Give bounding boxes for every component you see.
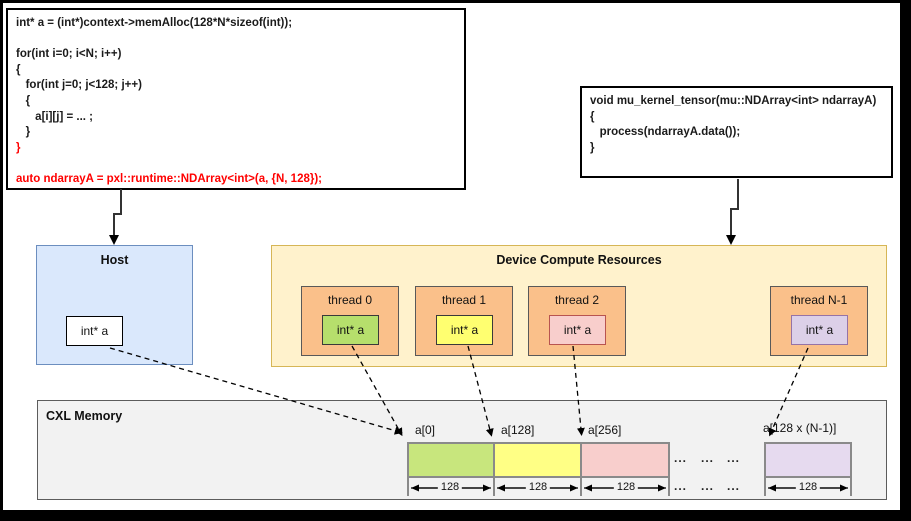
thread-title: thread N-1: [790, 293, 848, 307]
thread-0-pointer-box: int* a: [322, 315, 379, 345]
thread-1-pointer-box: int* a: [436, 315, 493, 345]
memory-segment-a128xN-1: [764, 442, 852, 478]
segment-label: a[256]: [588, 423, 622, 437]
code-line: int* a = (int*)context->memAlloc(128*N*s…: [16, 17, 293, 29]
code-line-highlighted: }: [16, 141, 21, 154]
code-line: {: [590, 110, 595, 123]
ellipsis: ...: [701, 479, 715, 493]
thread-title: thread 0: [327, 293, 373, 307]
thread-n-1-pointer-box: int* a: [791, 315, 848, 345]
device-title: Device Compute Resources: [496, 253, 662, 267]
ellipsis: ...: [701, 451, 715, 465]
segment-size-label: 128: [795, 481, 821, 493]
segment-label: a[0]: [415, 423, 436, 437]
segment-size-label: 128: [437, 481, 463, 493]
code-line: }: [16, 126, 31, 139]
memory-segment-a256: [580, 442, 670, 478]
kernel-code-block: void mu_kernel_tensor(mu::NDArray<int> n…: [580, 86, 893, 178]
thread-box-0: thread 0 int* a: [301, 286, 399, 356]
device-compute-resources-box: Device Compute Resources thread 0 int* a…: [271, 245, 887, 367]
ellipsis: ...: [727, 479, 741, 493]
code-line: process(ndarrayA.data());: [590, 126, 741, 139]
code-line: {: [16, 63, 21, 76]
code-line: {: [16, 94, 31, 107]
segment-size-label: 128: [613, 481, 639, 493]
segment-size-label: 128: [525, 481, 551, 493]
ellipsis: ...: [674, 451, 688, 465]
thread-box-n-1: thread N-1 int* a: [770, 286, 868, 356]
code-line: for(int i=0; i<N; i++): [16, 48, 122, 61]
code-line: [16, 156, 456, 172]
cxl-memory-title: CXL Memory: [46, 409, 123, 423]
code-line: for(int j=0; j<128; j++): [16, 79, 142, 92]
ellipsis: ...: [727, 451, 741, 465]
memory-segment-a0: [407, 442, 495, 478]
thread-2-pointer-box: int* a: [549, 315, 606, 345]
host-box: Host int* a: [36, 245, 193, 365]
code-line: void mu_kernel_tensor(mu::NDArray<int> n…: [590, 95, 877, 107]
memory-segment-a128: [493, 442, 582, 478]
host-code-block: int* a = (int*)context->memAlloc(128*N*s…: [6, 8, 466, 190]
ellipsis: ...: [674, 479, 688, 493]
code-line: }: [590, 141, 595, 154]
thread-title: thread 2: [554, 293, 600, 307]
host-title: Host: [100, 253, 129, 267]
code-line-highlighted: auto ndarrayA = pxl::runtime::NDArray<in…: [16, 172, 322, 185]
code-line: [16, 32, 456, 48]
segment-label: a[128]: [501, 423, 535, 437]
host-pointer-box: int* a: [66, 316, 123, 346]
segment-label: a[128 x (N-1)]: [763, 421, 837, 435]
thread-box-2: thread 2 int* a: [528, 286, 626, 356]
code-line: a[i][j] = ... ;: [16, 110, 93, 123]
thread-box-1: thread 1 int* a: [415, 286, 513, 356]
thread-title: thread 1: [441, 293, 487, 307]
